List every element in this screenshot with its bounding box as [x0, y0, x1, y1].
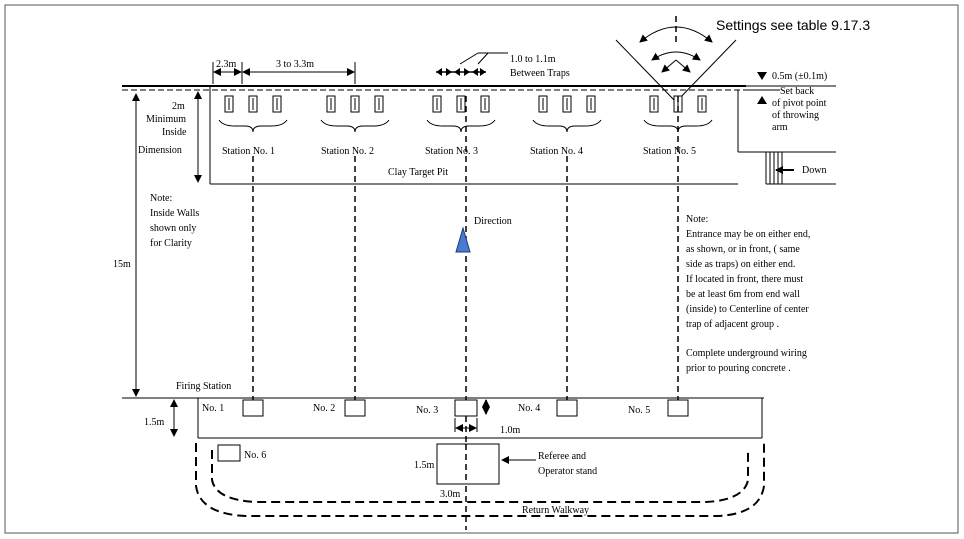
setback-callout: 0.5m (±0.1m) Set back of pivot point of …: [746, 71, 836, 133]
firing-position-6: [217, 444, 241, 462]
note-right-2: Entrance may be on either end,: [686, 229, 810, 240]
setback-text-1: Set back: [780, 86, 814, 97]
station-4-label: Station No. 4: [530, 146, 583, 157]
setback-text-4: arm: [772, 122, 788, 133]
note-right-3: as shown, or in front, ( same: [686, 244, 800, 255]
dim-2m-text-3: Inside: [162, 127, 187, 138]
note-left-1: Note:: [150, 193, 172, 204]
pit-label: Clay Target Pit: [388, 167, 448, 178]
note-right: Note: Entrance may be on either end, as …: [686, 214, 810, 374]
note-right-6: be at least 6m from end wall: [686, 289, 800, 300]
dim-15m-label: 15m: [113, 259, 131, 270]
position-5-label: No. 5: [628, 405, 650, 416]
note-right-4: side as traps) on either end.: [686, 259, 795, 270]
note-right-5: If located in front, there must: [686, 274, 803, 285]
dim-3-3-label: 3 to 3.3m: [276, 59, 314, 70]
dim-1-0m-label: 1.0m: [500, 425, 521, 436]
arc-small-right: [675, 59, 691, 73]
setback-arrow-up: [757, 96, 767, 104]
note-right-8: trap of adjacent group .: [686, 319, 779, 330]
note-right-10: Complete underground wiring: [686, 348, 807, 359]
setback-arrow-down: [757, 72, 767, 80]
referee-label-2: Operator stand: [538, 466, 597, 477]
firing-position-2: [344, 399, 366, 417]
direction-label: Direction: [474, 216, 512, 227]
note-right-11: prior to pouring concrete .: [686, 363, 791, 374]
traps-leader-a: [459, 52, 479, 65]
arc-small-left: [661, 59, 677, 73]
dim-2m-text-4: Dimension: [138, 145, 182, 156]
setback-text-3: of throwing: [772, 110, 819, 121]
firing-position-1: [242, 399, 264, 417]
note-right-1: Note:: [686, 214, 708, 225]
arc-right-ray: [675, 39, 737, 103]
note-right-7: (inside) to Centerline of center: [686, 304, 809, 315]
direction-marker: [455, 226, 471, 253]
position-1-label: No. 1: [202, 403, 224, 414]
traps-between-label: Between Traps: [510, 68, 570, 79]
stairs-down: Down: [765, 152, 836, 185]
arc-inner: [651, 51, 701, 61]
position-2-label: No. 2: [313, 403, 335, 414]
station-3-brace: [426, 119, 496, 133]
setback-text-2: of pivot point: [772, 98, 827, 109]
stand-3-0m-label: 3.0m: [440, 489, 461, 500]
setback-dim-label: 0.5m (±0.1m): [772, 71, 827, 82]
note-left-2: Inside Walls: [150, 208, 199, 219]
arc-left-ray: [615, 39, 677, 103]
firing-station-label: Firing Station: [176, 381, 231, 392]
dim-1-5m-label: 1.5m: [144, 417, 165, 428]
referee-label-1: Referee and: [538, 451, 586, 462]
outer-frame: [4, 4, 959, 534]
traps-leader-b: [477, 52, 489, 65]
note-left-4: for Clarity: [150, 238, 192, 249]
settings-arc-group: Settings see table 9.17.3: [615, 16, 870, 103]
walkway-inner: [211, 450, 749, 503]
station-3-label: Station No. 3: [425, 146, 478, 157]
dim-2-3-label: 2.3m: [216, 59, 237, 70]
between-traps-arrows: 1.0 to 1.1m Between Traps: [436, 52, 570, 79]
stand-1-5m-label: 1.5m: [414, 460, 435, 471]
station-5-label: Station No. 5: [643, 146, 696, 157]
station-1-label: Station No. 1: [222, 146, 275, 157]
firing-position-5: [667, 399, 689, 417]
position-3-label: No. 3: [416, 405, 438, 416]
dim-2m-text-1: 2m: [172, 101, 185, 112]
traps-dim-label: 1.0 to 1.1m: [510, 54, 556, 65]
position-4-label: No. 4: [518, 403, 540, 414]
note-left-3: shown only: [150, 223, 196, 234]
traps-arrowheads: [436, 68, 486, 76]
walkway-outer: [195, 443, 765, 517]
position-6-label: No. 6: [244, 450, 266, 461]
station-2-brace: [320, 119, 390, 133]
referee-stand: [436, 443, 500, 485]
firing-position-4: [556, 399, 578, 417]
station-2-label: Station No. 2: [321, 146, 374, 157]
dim-2m-text-2: Minimum: [146, 114, 186, 125]
settings-note: Settings see table 9.17.3: [716, 17, 870, 33]
down-label: Down: [802, 165, 826, 176]
station-4-brace: [532, 119, 602, 133]
return-walkway-label: Return Walkway: [522, 505, 589, 516]
station-1-brace: [218, 119, 288, 133]
firing-position-3: [454, 399, 478, 417]
